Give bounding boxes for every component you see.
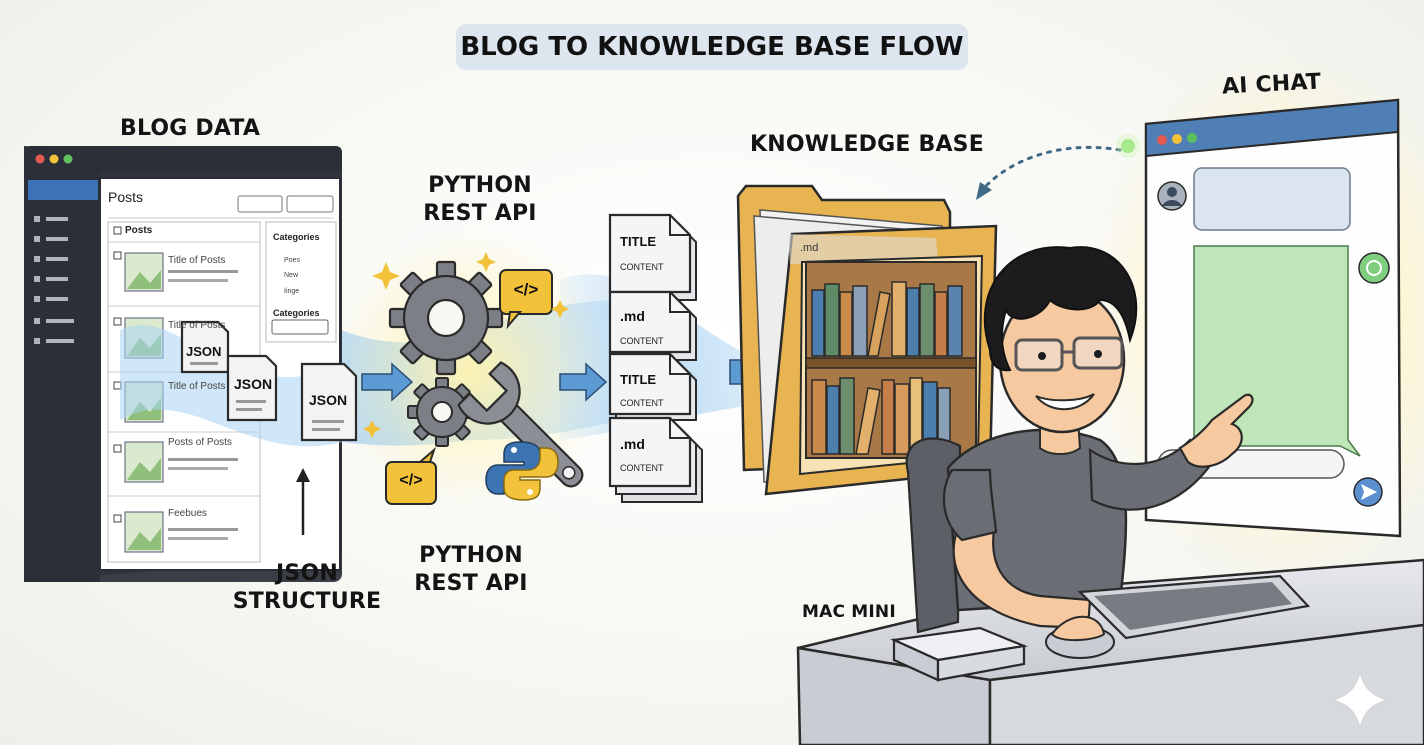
doc-4-title: .md [620,436,645,452]
bookshelf-icon [806,262,976,458]
label-mac-mini: MAC MINI [802,602,896,622]
category-item-2[interactable]: New [284,272,298,279]
post-title-1[interactable]: Title of Posts [168,255,225,266]
dotted-arrow [984,147,1120,188]
label-knowledge-base: KNOWLEDGE BASE [750,132,984,157]
post-title-2[interactable]: Title of Posts [168,320,225,331]
posts-list-header: Posts [125,225,152,236]
doc-2-title: .md [620,308,645,324]
code-icon-bottom: </> [389,472,433,490]
doc-3-title: TITLE [620,372,656,387]
doc-3-content: CONTENT [620,398,664,408]
gear-large [390,262,502,374]
json-file-label-1: JSON [186,344,221,359]
doc-2-content: CONTENT [620,336,664,346]
json-file-label-2: JSON [234,376,272,392]
label-python-rest-api-bottom: PYTHON REST API [396,542,546,598]
avatar-icon [1158,182,1186,210]
category-item-1[interactable]: Poes [284,257,300,264]
categories-title: Categories [273,232,320,242]
label-blog-data: BLOG DATA [120,116,260,141]
doc-1-title: TITLE [620,234,656,249]
post-title-5[interactable]: Feebues [168,508,207,519]
doc-1-content: CONTENT [620,262,664,272]
doc-4-content: CONTENT [620,463,664,473]
post-title-4[interactable]: Posts of Posts [168,437,232,448]
doc-stack [610,215,702,502]
json-file-label-3: JSON [309,392,347,408]
categories-select-label: Categories [273,308,320,318]
label-json-structure: JSON STRUCTURE [222,560,392,616]
label-python-rest-api-top: PYTHON REST API [405,172,555,228]
folder-tab-label: .md [800,242,818,254]
code-icon: </> [504,280,548,300]
diagram-title: BLOG TO KNOWLEDGE BASE FLOW [456,24,968,70]
blog-header-title: Posts [108,189,143,205]
post-title-3[interactable]: Title of Posts [168,381,225,392]
category-item-3[interactable]: Iinge [284,288,299,295]
label-ai-chat: AI CHAT [1221,69,1321,99]
